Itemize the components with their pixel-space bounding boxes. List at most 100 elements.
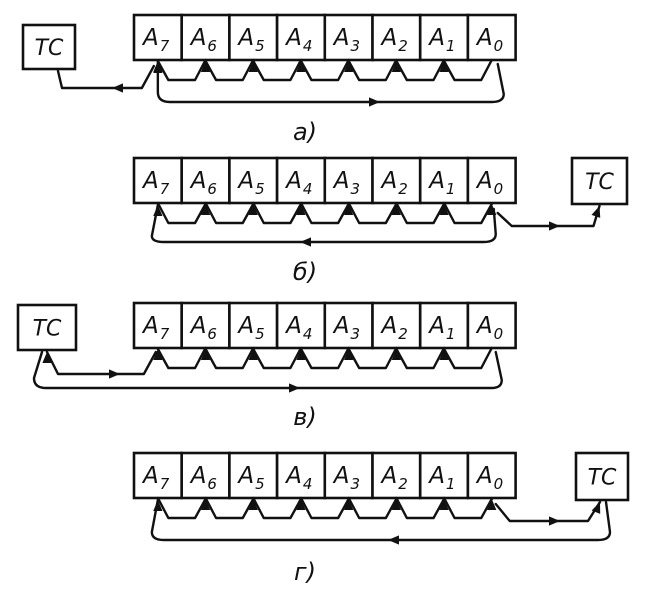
shift-connection — [395, 496, 446, 520]
register-cell-letter: A — [332, 463, 350, 489]
register-cell-letter: A — [475, 463, 493, 489]
register-cell-box — [228, 451, 279, 500]
shift-connection — [299, 58, 350, 82]
register-cell: A1 — [418, 13, 470, 62]
register-cell-letter: A — [236, 463, 254, 489]
shift-connection — [347, 201, 398, 225]
shift-arrow — [439, 499, 449, 510]
register-cell-letter: A — [236, 168, 254, 194]
shift-connection — [442, 201, 493, 225]
shift-connection — [204, 346, 255, 370]
tc-arrow — [549, 221, 560, 231]
shift-arrow — [391, 204, 401, 215]
register-cell: A7 — [132, 301, 184, 350]
register-cell-index: 4 — [303, 475, 313, 493]
register-cell: A5 — [228, 451, 279, 500]
shift-connection — [299, 201, 350, 225]
register-cell-label: A4 — [284, 168, 312, 198]
register-cell: A4 — [275, 156, 327, 205]
register-cell-letter: A — [427, 313, 445, 339]
register-cell-letter: A — [284, 313, 302, 339]
register-cell-label: A2 — [380, 168, 408, 198]
tc-connection — [496, 204, 601, 228]
register-cell: A3 — [323, 13, 374, 62]
shift-connection — [299, 496, 350, 520]
shift-arrow — [200, 61, 211, 72]
register-cell-label: A0 — [475, 463, 503, 493]
register-cell-label: A0 — [475, 313, 503, 343]
register-cell-index: 0 — [494, 180, 504, 198]
register-cell-label: A6 — [189, 463, 217, 493]
tc-label: TC — [588, 466, 617, 491]
register-cell-index: 6 — [207, 325, 217, 343]
register-cell-label: A1 — [427, 168, 455, 198]
shift-arrow — [296, 499, 306, 510]
register-cell: A5 — [228, 13, 279, 62]
register-cell-letter: A — [189, 168, 207, 194]
shift-connection — [204, 201, 255, 225]
register-cell: A7 — [132, 451, 184, 500]
register-cell-letter: A — [141, 463, 159, 489]
register-cell-letter: A — [189, 313, 207, 339]
register-cell-index: 0 — [494, 325, 504, 343]
register-cell-index: 0 — [494, 475, 504, 493]
register-cell-index: 2 — [398, 37, 408, 55]
shift-arrow — [439, 61, 449, 72]
shift-arrow — [344, 499, 354, 510]
register-cell-label: A0 — [475, 25, 503, 55]
register-cell: A6 — [180, 451, 231, 500]
register-cell-index: 7 — [160, 37, 170, 55]
register-cell: A1 — [418, 451, 470, 500]
register-cell-letter: A — [475, 313, 493, 339]
tc-box — [570, 156, 629, 206]
register-cell-index: 3 — [351, 180, 361, 198]
register-cell-letter: A — [236, 313, 254, 339]
carry-flag-tc: TC — [21, 23, 77, 71]
register-cell: A6 — [180, 13, 231, 62]
shift-arrow — [248, 349, 258, 360]
shift-arrow — [391, 499, 401, 510]
tc-arrow — [549, 516, 560, 526]
register-cell-label: A0 — [475, 168, 503, 198]
shift-arrow — [296, 204, 306, 215]
register-cell-label: A3 — [332, 463, 360, 493]
register-cell: A4 — [275, 451, 327, 500]
register-cell-index: 5 — [255, 325, 265, 343]
register-cell: A2 — [371, 156, 422, 205]
loop-arrow — [289, 383, 300, 393]
register-cell: A2 — [371, 451, 422, 500]
panel-caption: б) — [293, 258, 317, 286]
carry-flag-tc: TC — [570, 156, 629, 206]
shift-connection — [252, 346, 303, 370]
register-cell-index: 2 — [398, 475, 408, 493]
register-cell: A1 — [418, 156, 470, 205]
register-cell-index: 1 — [446, 37, 456, 55]
register-cell-box — [132, 156, 184, 205]
register-cell-index: 1 — [446, 475, 456, 493]
return-loop — [32, 350, 503, 390]
register-cell-label: A7 — [141, 25, 170, 55]
tc-box — [16, 303, 78, 352]
tc-entry-arrow — [591, 502, 601, 514]
register-cell: A2 — [371, 301, 422, 350]
register-cell-index: 3 — [351, 325, 361, 343]
register-cell-index: 7 — [160, 180, 170, 198]
register-cell-letter: A — [427, 168, 445, 194]
register-cell-index: 7 — [160, 475, 170, 493]
register-cell-letter: A — [236, 25, 254, 51]
shift-arrow — [439, 349, 449, 360]
register-cell-letter: A — [332, 313, 350, 339]
register-cell-label: A2 — [380, 313, 408, 343]
register-cell-index: 6 — [207, 37, 217, 55]
tc-arrow — [109, 369, 120, 379]
tc-connection — [56, 64, 156, 90]
register-cell-letter: A — [332, 25, 350, 51]
register-cell-letter: A — [475, 168, 493, 194]
register-cell-letter: A — [380, 168, 398, 194]
shift-connection — [347, 496, 398, 520]
return-loop — [150, 203, 497, 244]
shift-arrow — [200, 349, 211, 360]
